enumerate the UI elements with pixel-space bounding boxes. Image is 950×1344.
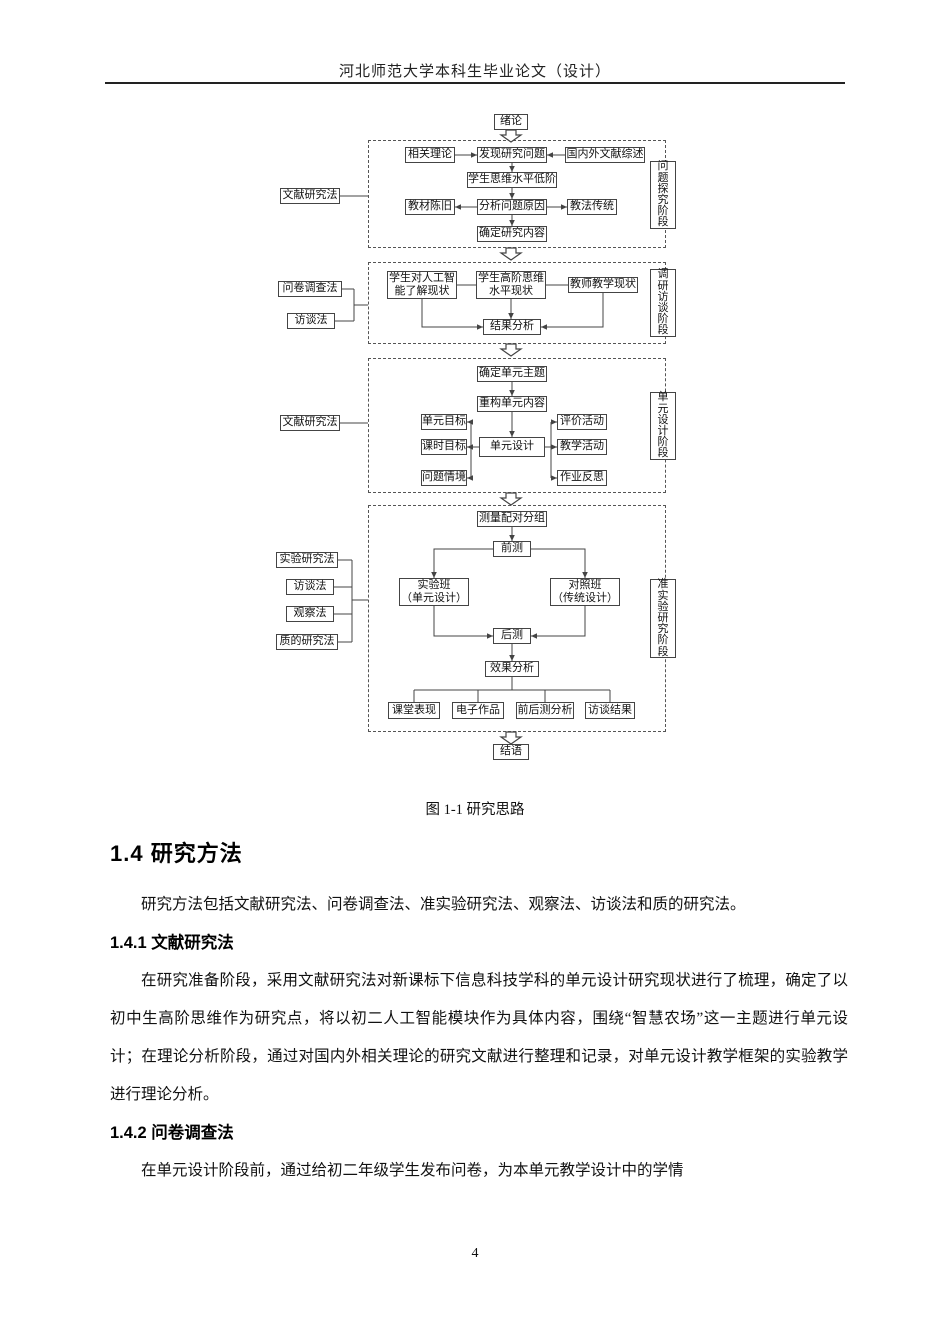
- flow-node-dianzi-zuopin: 电子作品: [452, 702, 504, 719]
- flow-node-stage-label-2: 调 研 访 谈 阶 段: [650, 269, 676, 337]
- flow-node-keshi-mubiao: 课时目标: [421, 439, 467, 455]
- flow-node-siwei-dijie: 学生思维水平低阶: [467, 172, 557, 188]
- subsection-title-1-4-2: 1.4.2 问卷调查法: [110, 1124, 234, 1142]
- flow-node-jiaofa-chuantong: 教法传统: [567, 199, 617, 215]
- stage-transition-arrow-icon: [499, 343, 523, 357]
- flow-node-qianhouce-fenxi: 前后测分析: [516, 702, 574, 719]
- flow-node-jiaoshi-xianzhuang: 教师教学现状: [568, 277, 638, 293]
- flow-node-duizhaoban: 对照班 （传统设计）: [550, 578, 620, 606]
- flow-node-danyuan-sheji: 单元设计: [479, 437, 545, 457]
- flow-node-queding-neirong: 确定研究内容: [477, 226, 547, 242]
- flow-node-fangtanfa-2: 访谈法: [286, 579, 334, 595]
- paragraph-intro: 研究方法包括文献研究法、问卷调查法、准实验研究法、观察法、访谈法和质的研究法。: [141, 896, 746, 913]
- stage-transition-arrow-icon: [499, 731, 523, 745]
- flow-node-jieguo-fenxi: 结果分析: [483, 319, 541, 335]
- content-block: 1.4 研究方法 研究方法包括文献研究法、问卷调查法、准实验研究法、观察法、访谈…: [110, 836, 848, 1190]
- flow-node-xiaoguo-fenxi: 效果分析: [485, 661, 539, 677]
- header-rule: [105, 82, 845, 84]
- page-header-title: 河北师范大学本科生毕业论文（设计）: [338, 64, 611, 80]
- flow-node-danyuan-mubiao: 单元目标: [421, 414, 467, 430]
- flow-node-chonggou-neirong: 重构单元内容: [477, 396, 547, 412]
- flow-node-fangtan-jieguo: 访谈结果: [585, 702, 635, 719]
- flow-node-gaojie-xianzhuang: 学生高阶思维 水平现状: [476, 271, 546, 299]
- research-flowchart-figure: 绪论文献研究法 相关理论 发现研究问题 国内外文献综述学生思维水平低阶教材陈旧 分析问题…: [276, 114, 676, 760]
- flow-node-qiance: 前测: [493, 541, 531, 557]
- flow-node-shiyan-yanjiufa: 实验研究法: [276, 552, 338, 568]
- flow-node-stage-label-4: 准 实 验 研 究 阶 段: [650, 579, 676, 658]
- flow-node-wenxianfa-2: 文献研究法: [280, 415, 340, 431]
- figure-caption: 图 1-1 研究思路: [425, 802, 525, 818]
- page-number: 4: [471, 1246, 479, 1261]
- section-title-1-4: 1.4 研究方法: [110, 841, 243, 866]
- flow-node-jiaocai-chenjiu: 教材陈旧: [405, 199, 455, 215]
- flow-node-danyuan-zhuti: 确定单元主题: [477, 366, 547, 382]
- flow-node-jiaoxue-huodong: 教学活动: [557, 439, 607, 455]
- flow-node-faxian-wenti: 发现研究问题: [477, 147, 547, 163]
- flow-node-celiang-fenzu: 测量配对分组: [477, 511, 547, 527]
- flow-node-pingjia-huodong: 评价活动: [557, 414, 607, 430]
- flow-node-shiyanban: 实验班 （单元设计）: [399, 578, 469, 606]
- flow-node-zhide-yanjiufa: 质的研究法: [276, 634, 338, 650]
- flow-node-zuoye-fansi: 作业反思: [557, 470, 607, 486]
- flow-node-jieyu: 结语: [493, 744, 529, 760]
- flow-node-wenjuan-diaochafa: 问卷调查法: [278, 281, 342, 297]
- stage-transition-arrow-icon: [499, 492, 523, 506]
- flow-node-guanchafa: 观察法: [286, 606, 334, 622]
- stage-transition-arrow-icon: [499, 247, 523, 261]
- paragraph-literature-method: 在研究准备阶段，采用文献研究法对新课标下信息科技学科的单元设计研究现状进行了梳理…: [110, 972, 848, 1103]
- flow-node-wenti-qingjing: 问题情境: [421, 470, 467, 486]
- stage-box-4: [368, 505, 666, 732]
- flow-node-fenxi-yuanyin: 分析问题原因: [477, 199, 547, 215]
- flow-node-fangtanfa-1: 访谈法: [287, 313, 335, 329]
- flow-node-ketang-biaoxian: 课堂表现: [388, 702, 440, 719]
- flow-node-stage-label-1: 问 题 探 究 阶 段: [650, 161, 676, 229]
- flow-node-xiangguan-lilun: 相关理论: [405, 147, 455, 163]
- paragraph-questionnaire-method: 在单元设计阶段前，通过给初二年级学生发布问卷，为本单元教学设计中的学情: [141, 1162, 684, 1179]
- flow-node-xulun: 绪论: [494, 114, 528, 130]
- flow-node-wenxian-zongshu: 国内外文献综述: [565, 147, 645, 163]
- flow-node-renzhi-xianzhuang: 学生对人工智 能了解现状: [387, 271, 457, 299]
- flow-node-houce: 后测: [493, 628, 531, 644]
- flow-node-wenxianfa-1: 文献研究法: [280, 188, 340, 204]
- flow-node-stage-label-3: 单 元 设 计 阶 段: [650, 392, 676, 460]
- subsection-title-1-4-1: 1.4.1 文献研究法: [110, 934, 234, 952]
